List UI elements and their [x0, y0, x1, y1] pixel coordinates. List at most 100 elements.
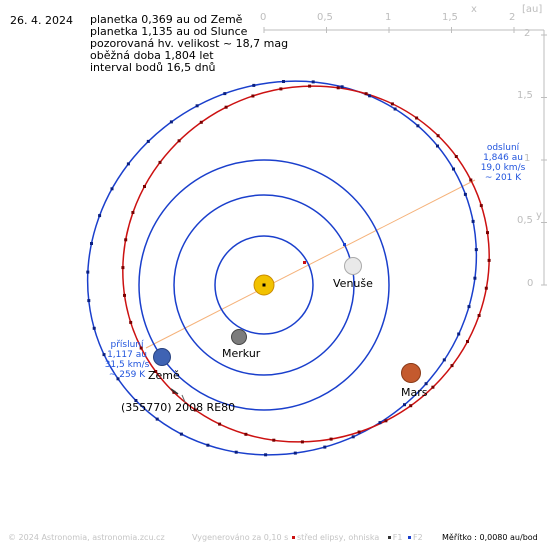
- aphelion-title: odsluní: [486, 143, 520, 153]
- asteroid-orbit-point: [124, 238, 128, 242]
- asteroid-orbit-point: [158, 160, 162, 164]
- focus-f1-marker: [262, 283, 266, 287]
- y-tick-1: 1: [524, 153, 531, 164]
- asteroid-orbit-point: [172, 390, 176, 394]
- venus-icon: [344, 257, 362, 275]
- mars-orbit-point: [368, 94, 372, 98]
- mars-orbit-point: [378, 421, 382, 425]
- asteroid-orbit-point: [308, 84, 312, 88]
- earth-label: Země: [148, 369, 180, 382]
- perihelion-temperature: ~ 259 K: [108, 370, 146, 380]
- mars-orbit-point: [393, 107, 397, 111]
- asteroid-orbit-point: [272, 438, 276, 442]
- asteroid-orbit-point: [143, 185, 146, 188]
- asteroid-orbit-point: [431, 385, 435, 389]
- y-tick-0: 0: [527, 278, 534, 289]
- mars-orbit-point: [351, 435, 355, 439]
- legend-center-label: střed elipsy, ohniska: [297, 533, 380, 542]
- asteroid-orbit-point: [454, 155, 458, 158]
- mars-orbit-point: [102, 353, 106, 357]
- footer-generated: Vygenerováno za 0,10 s: [192, 533, 289, 542]
- ellipse-center-marker: [303, 261, 306, 264]
- asteroid-orbit-point: [251, 94, 255, 98]
- mars-orbit-point: [86, 270, 90, 274]
- asteroid-label: (355770) 2008 RE80: [121, 401, 236, 414]
- asteroid-orbit-point: [487, 258, 491, 262]
- asteroid-orbit-point: [486, 231, 489, 235]
- legend-f1-label: F1: [392, 533, 403, 542]
- mars-orbit-point: [463, 192, 467, 196]
- footer-copyright: © 2024 Astronomia, astronomia.zcu.cz: [8, 533, 165, 542]
- y-tick-0-5: 0,5: [517, 215, 533, 226]
- mars-orbit-point: [473, 276, 477, 280]
- asteroid-orbit-point: [329, 437, 333, 441]
- asteroid-orbit-point: [484, 286, 488, 290]
- legend-center-swatch: [292, 535, 295, 539]
- mars-orbit-point: [457, 332, 461, 336]
- mars-orbit-point: [234, 450, 238, 454]
- mars-orbit-point: [293, 451, 297, 455]
- asteroid-orbit-point: [384, 419, 388, 423]
- perihelion-info: přísluní 1,117 au 31,5 km/s ~ 259 K: [98, 340, 156, 380]
- asteroid-orbit-point: [199, 120, 203, 124]
- mars-orbit-point: [403, 403, 406, 407]
- mars-orbit-point: [179, 432, 183, 436]
- info-block: planetka 0,369 au od Země planetka 1,135…: [90, 14, 288, 74]
- mars-orbit-point: [126, 162, 130, 166]
- axis-unit-label: [au]: [522, 4, 543, 15]
- x-tick-0: 0: [260, 12, 267, 23]
- mars-orbit-point: [311, 80, 315, 84]
- mars-orbit-point: [155, 417, 159, 421]
- info-point-interval: interval bodů 16,5 dnů: [90, 61, 216, 74]
- mars-orbit-point: [169, 120, 173, 124]
- mars-orbit-point: [467, 305, 471, 309]
- asteroid-orbit-point: [466, 340, 469, 343]
- date-label: 26. 4. 2024: [10, 14, 73, 27]
- mars-orbit-point: [116, 377, 120, 381]
- asteroid-orbit-point: [154, 370, 158, 373]
- mars-orbit-point: [206, 443, 210, 447]
- footer-legend: střed elipsy, ohniska F1 F2: [290, 533, 423, 542]
- mars-orbit-point: [452, 167, 455, 171]
- mars-orbit-point: [195, 104, 199, 108]
- asteroid-orbit-point: [193, 408, 197, 412]
- asteroid-orbit-point: [129, 320, 133, 324]
- x-axis-label: x: [471, 4, 477, 15]
- aphelion-info: odsluní 1,846 au 19,0 km/s ~ 201 K: [474, 143, 532, 183]
- orbit-point-markers: [86, 80, 491, 457]
- asteroid-orbit-point: [244, 432, 248, 436]
- mars-orbit-point: [252, 83, 256, 87]
- mars-label: Mars: [401, 386, 428, 399]
- asteroid-orbit-point: [300, 440, 304, 444]
- mars-orbit-point: [223, 92, 227, 96]
- legend-f1-swatch: [387, 535, 391, 539]
- asteroid-orbit-point: [415, 116, 419, 120]
- x-axis-ticks: [263, 27, 515, 33]
- mars-orbit-point: [87, 299, 91, 303]
- footer-scale: Měřítko : 0,0080 au/bod: [442, 533, 538, 542]
- earth-orbit: [138, 159, 390, 411]
- asteroid-orbit-point: [364, 92, 368, 96]
- mars-orbit-point: [282, 80, 285, 83]
- asteroid-orbit-point: [479, 204, 483, 208]
- y-axis-ticks: [541, 34, 547, 286]
- mars-orbit-point: [146, 139, 150, 143]
- y-tick-1-5: 1,5: [517, 90, 533, 101]
- apsis-line: [145, 179, 476, 349]
- perihelion-speed: 31,5 km/s: [104, 360, 150, 370]
- info-period: oběžná doba 1,804 let: [90, 49, 214, 62]
- y-axis-label: y: [536, 210, 542, 221]
- mars-orbit-point: [134, 399, 138, 402]
- aphelion-speed: 19,0 km/s: [480, 163, 526, 173]
- mars-orbit-point: [416, 124, 420, 128]
- asteroid-orbit-point: [336, 86, 340, 90]
- x-tick-2: 2: [509, 12, 516, 23]
- mercury-icon: [231, 329, 247, 345]
- info-distance-earth: planetka 0,369 au od Země: [90, 13, 243, 26]
- asteroid-orbit-point: [121, 266, 125, 270]
- asteroid-orbit-point: [139, 346, 143, 350]
- asteroid-orbit-point: [477, 314, 481, 317]
- mars-orbit-point: [90, 242, 93, 245]
